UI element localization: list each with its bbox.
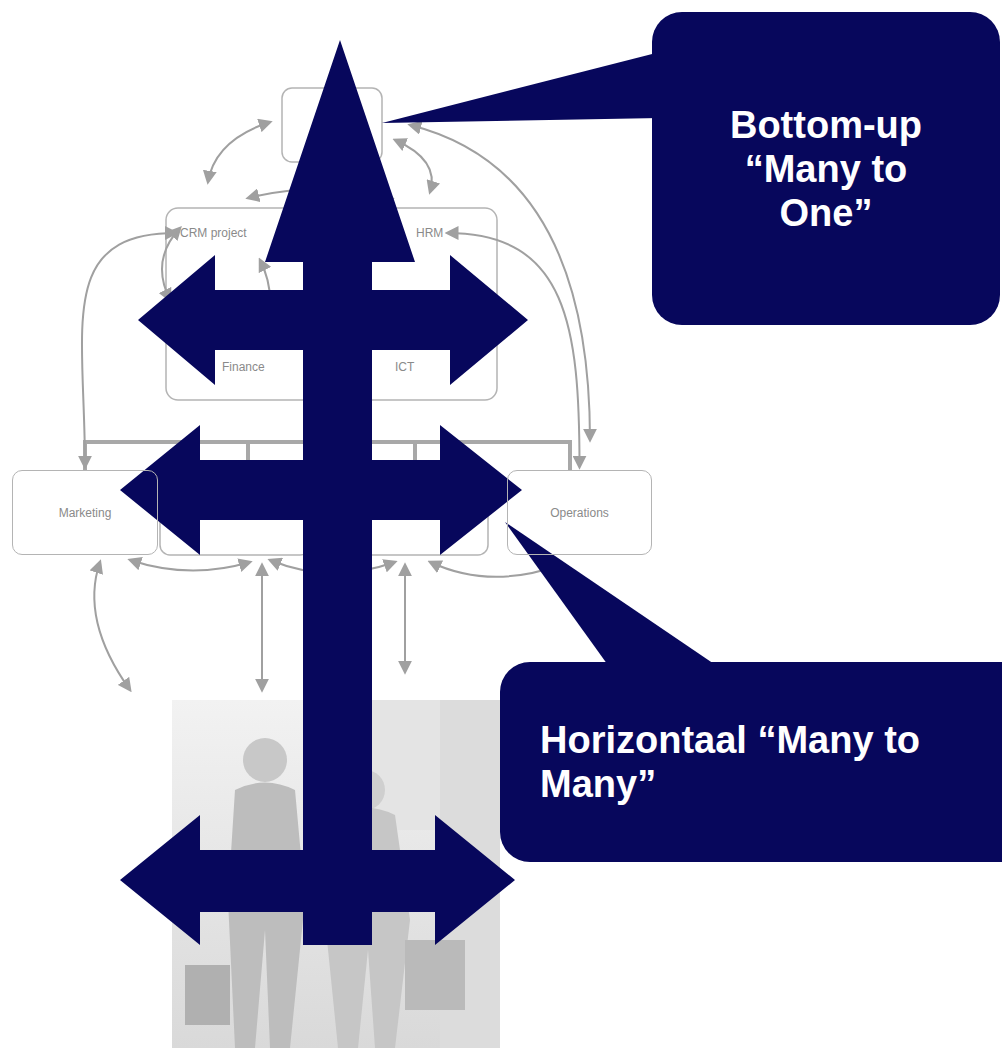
department-box: Operations [507, 470, 652, 555]
department-label: CRM project [180, 226, 247, 240]
callout-bubble: Horizontaal “Many to Many” [500, 662, 1002, 862]
horizontal-arrow [120, 815, 515, 945]
connector [82, 233, 176, 467]
node-text: HRM [416, 226, 443, 240]
department-label: Finance [222, 360, 265, 374]
department-box: Marketing [12, 470, 158, 555]
node-text: Bottom-up “Many to One” [706, 103, 946, 235]
department-label: HRM [416, 226, 443, 240]
horizontal-arrow [120, 425, 522, 555]
callout-tail [382, 52, 660, 123]
node-text: Finance [222, 360, 265, 374]
department-label: ICT [395, 360, 414, 374]
node-text: Marketing [59, 506, 112, 520]
callout-tail [505, 522, 720, 668]
node-text: Horizontaal “Many to Many” [540, 718, 1000, 806]
node-text: ICT [395, 360, 414, 374]
node-text: Operations [550, 506, 609, 520]
callout-bubble: Bottom-up “Many to One” [652, 12, 1000, 325]
node-text: CRM project [180, 226, 247, 240]
horizontal-arrow [138, 255, 528, 385]
